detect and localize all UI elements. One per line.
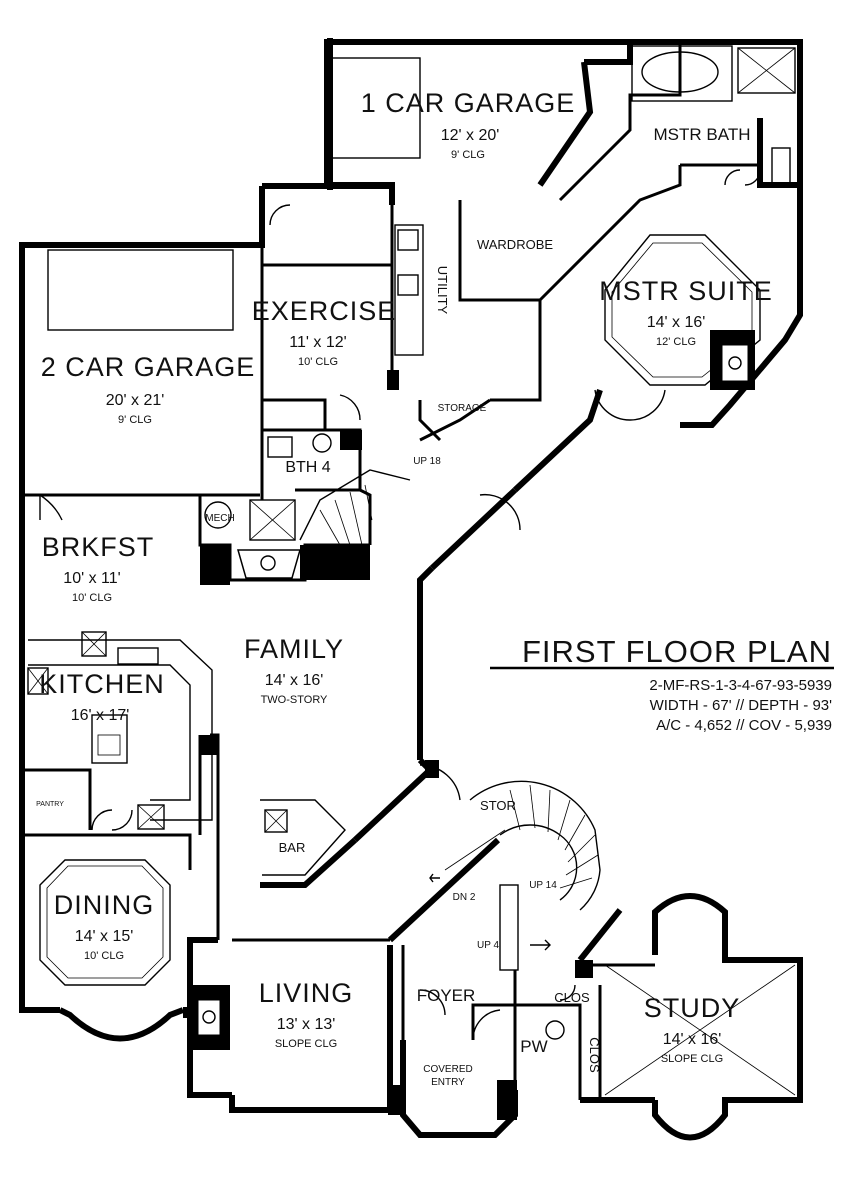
mstr-suite-name: MSTR SUITE bbox=[599, 276, 773, 306]
study-clg: SLOPE CLG bbox=[661, 1053, 723, 1065]
bth4-name: BTH 4 bbox=[285, 459, 330, 476]
foyer-name: FOYER bbox=[417, 986, 476, 1005]
plan-info-line-3: A/C - 4,652 // COV - 5,939 bbox=[656, 717, 832, 734]
title-block: FIRST FLOOR PLAN 2-MF-RS-1-3-4-67-93-593… bbox=[490, 634, 834, 734]
plan-info-line-1: 2-MF-RS-1-3-4-67-93-5939 bbox=[649, 677, 832, 694]
stairs bbox=[299, 469, 601, 971]
garage2-size: 20' x 21' bbox=[106, 392, 165, 409]
family-clg: TWO-STORY bbox=[261, 694, 328, 706]
covered-entry-name: COVERED bbox=[423, 1064, 472, 1075]
exterior-walls bbox=[19, 39, 803, 1141]
storage-name: STORAGE bbox=[438, 403, 487, 414]
pantry-name: PANTRY bbox=[36, 801, 64, 808]
kitchen-size: 16' x 17' bbox=[71, 707, 130, 724]
garage1-clg: 9' CLG bbox=[451, 149, 485, 161]
doors bbox=[39, 169, 761, 1041]
mstr-suite-size: 14' x 16' bbox=[647, 314, 706, 331]
mech-name: MECH bbox=[205, 513, 234, 524]
garage2-clg: 9' CLG bbox=[118, 414, 152, 426]
living-size: 13' x 13' bbox=[277, 1016, 336, 1033]
stair-up18-label: UP 18 bbox=[413, 456, 441, 467]
room-labels: 1 CAR GARAGE 12' x 20' 9' CLG MSTR BATH … bbox=[36, 88, 773, 1088]
garage1-name: 1 CAR GARAGE bbox=[361, 88, 576, 118]
brkfst-name: BRKFST bbox=[42, 532, 155, 562]
study-name: STUDY bbox=[644, 993, 741, 1023]
utility-name: UTILITY bbox=[435, 266, 450, 315]
stair-labels: UP 18 UP 14 DN 2 UP 4 bbox=[413, 456, 557, 951]
covered-entry-name2: ENTRY bbox=[431, 1077, 465, 1088]
plan-info-line-2: WIDTH - 67' // DEPTH - 93' bbox=[650, 697, 833, 714]
dining-name: DINING bbox=[54, 890, 155, 920]
family-size: 14' x 16' bbox=[265, 672, 324, 689]
garage1-size: 12' x 20' bbox=[441, 127, 500, 144]
plan-title: FIRST FLOOR PLAN bbox=[522, 634, 832, 669]
garage2-name: 2 CAR GARAGE bbox=[41, 352, 256, 382]
stair-dn2-label: DN 2 bbox=[453, 892, 476, 903]
stor-name: STOR bbox=[480, 798, 516, 813]
fixtures bbox=[27, 45, 796, 1096]
clos2-name: CLOS bbox=[587, 1037, 602, 1073]
study-size: 14' x 16' bbox=[663, 1031, 722, 1048]
clos-name: CLOS bbox=[554, 990, 590, 1005]
family-name: FAMILY bbox=[244, 634, 344, 664]
wardrobe-name: WARDROBE bbox=[477, 237, 553, 252]
exercise-name: EXERCISE bbox=[252, 296, 397, 326]
exercise-size: 11' x 12' bbox=[289, 334, 346, 351]
mstr-bath-name: MSTR BATH bbox=[654, 125, 751, 144]
pw-name: PW bbox=[520, 1037, 547, 1056]
mstr-suite-clg: 12' CLG bbox=[656, 336, 696, 348]
dining-clg: 10' CLG bbox=[84, 950, 124, 962]
bar-name: BAR bbox=[279, 840, 306, 855]
exercise-clg: 10' CLG bbox=[298, 356, 338, 368]
brkfst-clg: 10' CLG bbox=[72, 592, 112, 604]
living-clg: SLOPE CLG bbox=[275, 1038, 337, 1050]
stair-up14-label: UP 14 bbox=[529, 880, 557, 891]
living-name: LIVING bbox=[259, 978, 354, 1008]
dining-size: 14' x 15' bbox=[75, 928, 134, 945]
brkfst-size: 10' x 11' bbox=[63, 570, 120, 587]
stair-up4-label: UP 4 bbox=[477, 940, 499, 951]
kitchen-name: KITCHEN bbox=[39, 669, 165, 699]
